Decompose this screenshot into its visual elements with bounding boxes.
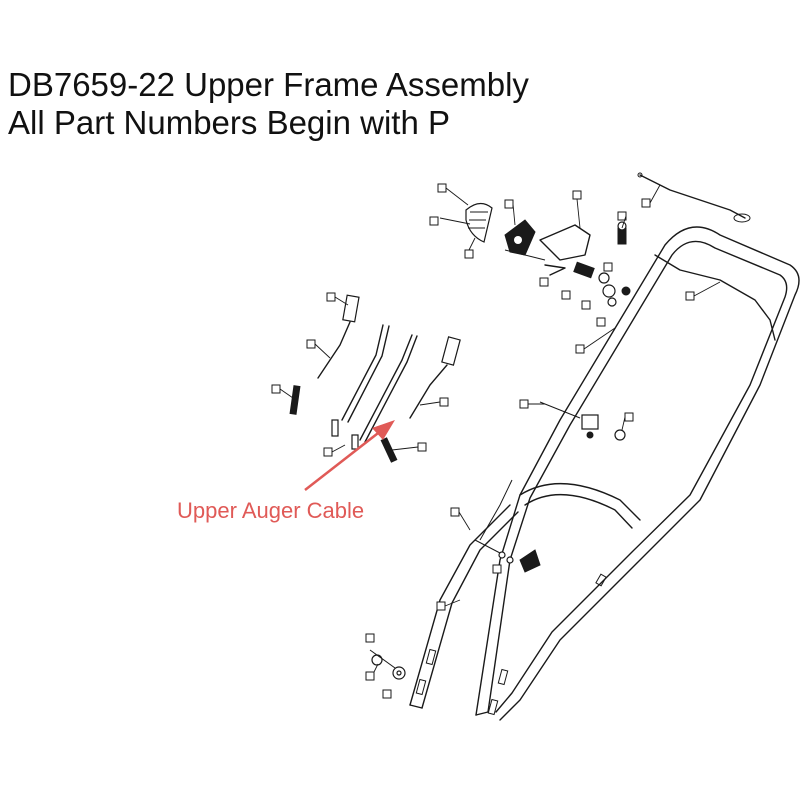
top-control-rod [637, 172, 776, 341]
part-label-callouts [271, 183, 721, 699]
upper-auger-cable-arrow [304, 420, 395, 491]
control-cables [289, 294, 461, 463]
frame-brackets [369, 401, 626, 680]
upper-handle-frame [409, 226, 800, 721]
speed-selector-assembly [439, 202, 631, 307]
lower-cable [479, 479, 513, 541]
diagram-title: DB7659-22 Upper Frame Assembly [8, 66, 529, 103]
upper-auger-cable-label: Upper Auger Cable [177, 498, 365, 523]
diagram-subtitle: All Part Numbers Begin with P [8, 104, 451, 141]
